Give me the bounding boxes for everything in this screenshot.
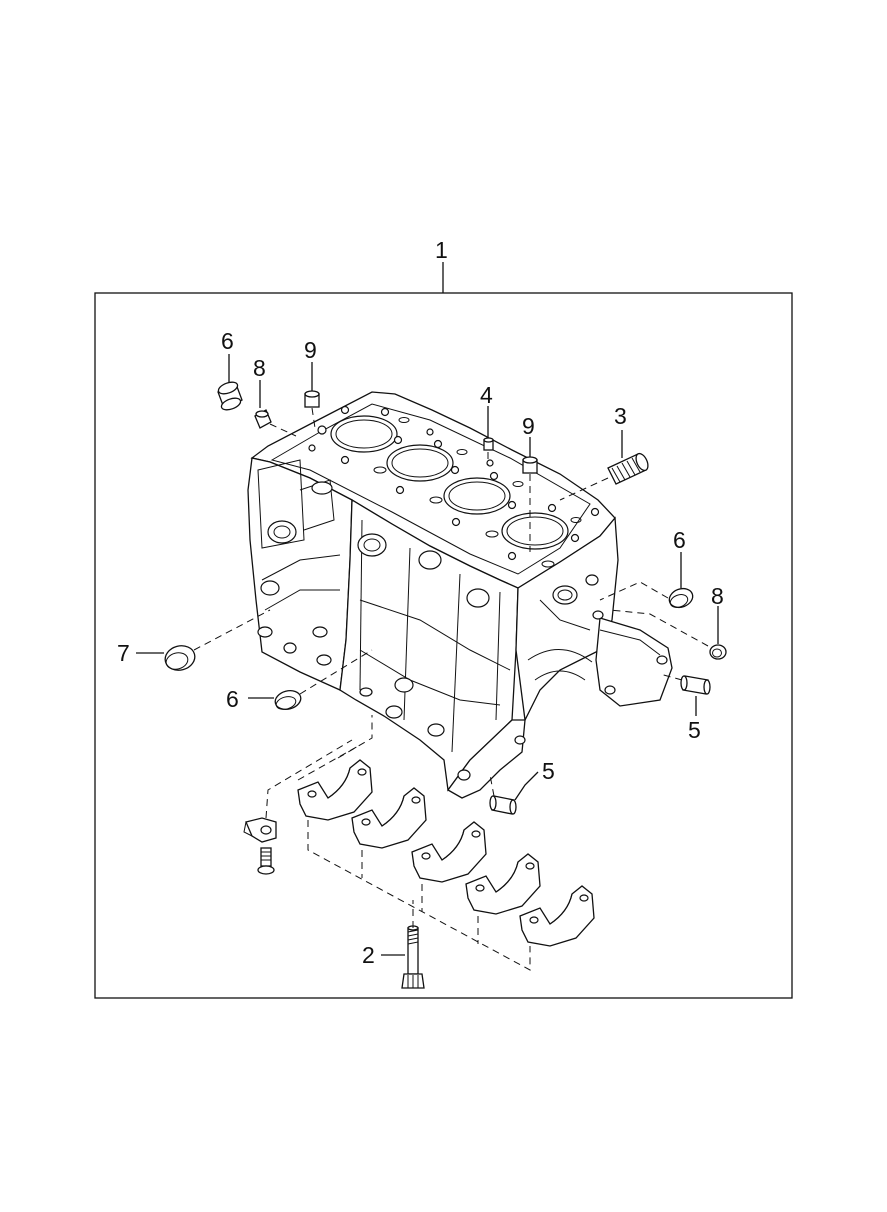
callout-7: 7 <box>117 640 130 666</box>
main-bearing-caps <box>297 715 595 971</box>
part-9-dowel-right <box>522 437 538 552</box>
part-2-bolt <box>401 900 425 989</box>
part-6-plug-top-left <box>217 354 243 411</box>
callout-4: 4 <box>480 382 493 408</box>
callout-6-top-left: 6 <box>221 328 234 354</box>
part-8-plug-right <box>609 606 727 660</box>
part-8-plug-left <box>254 380 297 437</box>
part-5-dowel-right <box>659 673 711 716</box>
cylinder-block <box>247 391 673 799</box>
callout-2: 2 <box>362 942 375 968</box>
callout-6-right: 6 <box>673 527 686 553</box>
part-5-dowel-bottom <box>489 771 539 815</box>
callout-5-right: 5 <box>688 717 701 743</box>
part-4-dowel <box>483 406 494 465</box>
part-7-seal <box>136 609 271 671</box>
callout-1: 1 <box>435 237 448 263</box>
oil-jet <box>243 739 353 875</box>
part-6-plug-right <box>599 552 694 609</box>
part-9-dowel-left <box>304 362 320 429</box>
callout-5-bottom: 5 <box>542 758 555 784</box>
callout-3: 3 <box>614 403 627 429</box>
callout-8-right: 8 <box>711 583 724 609</box>
callout-9-left: 9 <box>304 337 317 363</box>
part-6-plug-bottom-left <box>248 649 373 710</box>
callout-6-bottom-left: 6 <box>226 686 239 712</box>
callout-9-right: 9 <box>522 413 535 439</box>
part-3-sleeve <box>559 430 649 501</box>
callout-8-left: 8 <box>253 355 266 381</box>
